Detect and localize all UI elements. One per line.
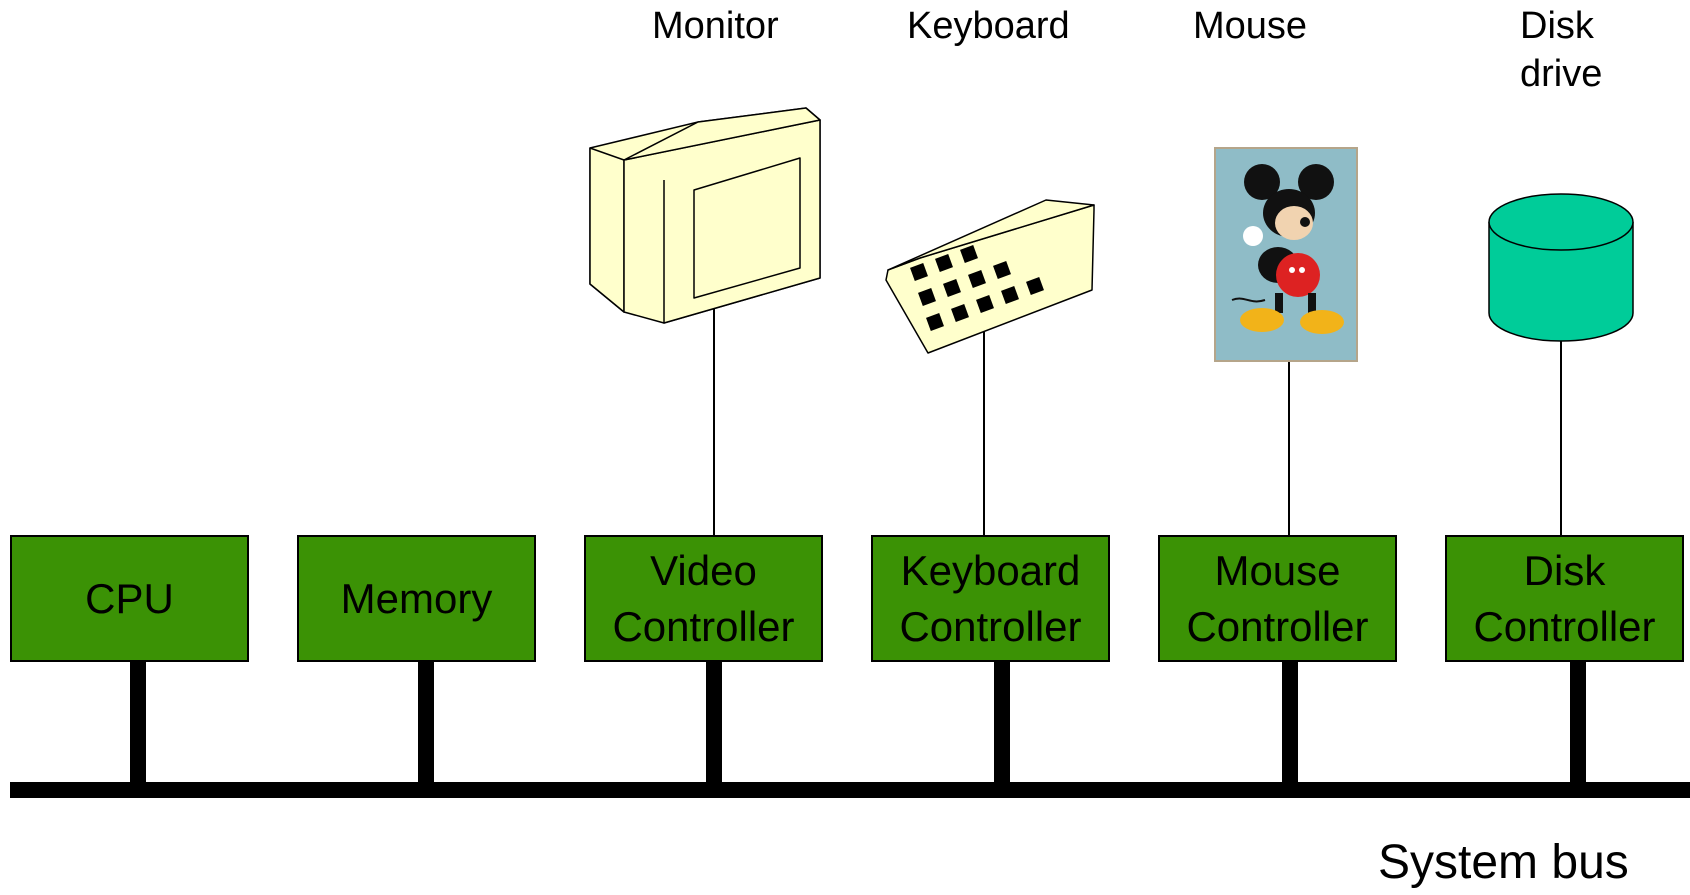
mouse-label: Mouse (1193, 5, 1308, 47)
keyboard-icon (885, 199, 1095, 354)
bus-connectors (130, 662, 1586, 784)
bus-connector (1570, 662, 1586, 784)
video-controller-box: Video Controller (584, 535, 823, 662)
bus-connector (418, 662, 434, 784)
disk-cylinder-icon (1488, 193, 1634, 342)
system-bus-label: System bus (1378, 836, 1629, 889)
system-bus-line (10, 782, 1690, 798)
memory-box: Memory (297, 535, 536, 662)
keyboard-label: Keyboard (907, 5, 1070, 47)
cpu-box: CPU (10, 535, 249, 662)
disk-drive-label: Disk drive (1520, 5, 1603, 95)
disk-controller-box: Disk Controller (1445, 535, 1684, 662)
bus-connector (1282, 662, 1298, 784)
bus-connector (994, 662, 1010, 784)
cartoon-mouse-picture (1214, 147, 1358, 362)
device-links (713, 300, 1562, 535)
bus-connector (130, 662, 146, 784)
mouse-controller-box: Mouse Controller (1158, 535, 1397, 662)
monitor-label: Monitor (652, 5, 779, 47)
bus-connector (706, 662, 722, 784)
keyboard-controller-box: Keyboard Controller (871, 535, 1110, 662)
monitor-icon (589, 107, 821, 324)
